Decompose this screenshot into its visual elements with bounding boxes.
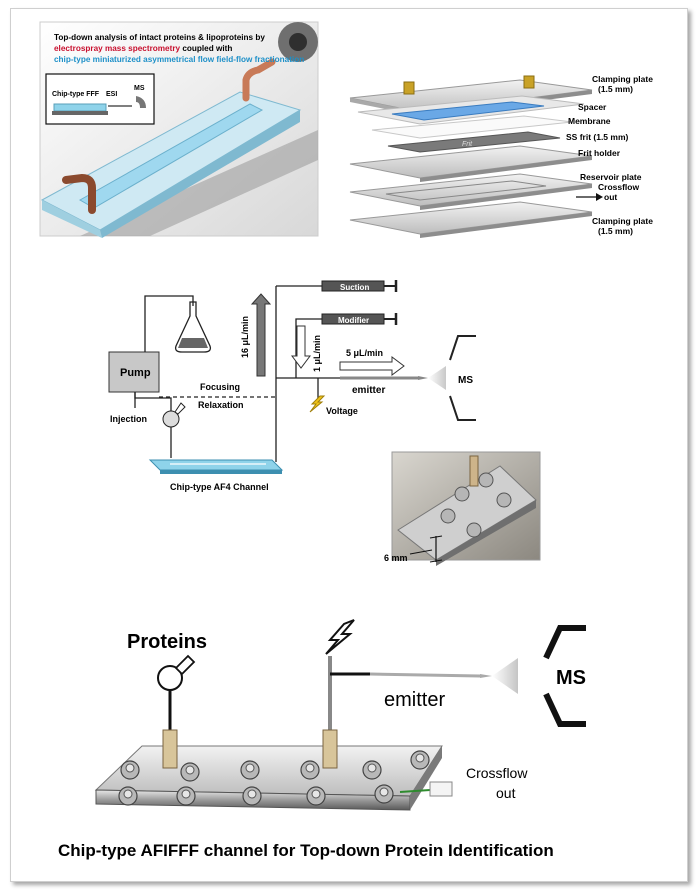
modifier-label: Modifier [338, 316, 369, 325]
screw-group [118, 750, 430, 806]
emitter-label: emitter [352, 385, 385, 396]
render-title-line1: Top-down analysis of intact proteins & l… [54, 33, 265, 42]
screw-head-6 [247, 789, 257, 799]
focusing-label: Focusing [200, 382, 240, 392]
layer-label-4: Frit holder [578, 148, 621, 158]
proteins-label: Proteins [127, 631, 207, 653]
emitter-label-bottom: emitter [384, 689, 445, 711]
layer-label-6: Crossflow [598, 182, 639, 192]
screw-head-4 [245, 763, 255, 773]
injection-label: Injection [110, 414, 147, 424]
photo-scale-label: 6 mm [384, 553, 408, 563]
layer-sublabel-6: out [604, 192, 617, 202]
fitting-2 [523, 75, 535, 89]
flow-schematic: Pump Injection Focusing Relaxation Chip-… [108, 280, 476, 492]
outlet-fitting [322, 729, 338, 769]
bottom-illustration: Proteins emitter MS Crossflow out Chip-t [58, 619, 586, 860]
flow-1-label: 1 μL/min [312, 335, 322, 372]
layer-sublabel-7: (1.5 mm) [598, 226, 633, 236]
screw-head-1 [185, 765, 195, 775]
chip-photo: 6 mm [384, 451, 541, 566]
screw-head-3 [181, 789, 191, 799]
ms-label-schematic: MS [458, 375, 473, 386]
layer-label-0: Clamping plate [592, 74, 653, 84]
crossflow-label-2: out [496, 785, 516, 801]
layer-label-7: Clamping plate [592, 216, 653, 226]
frit-text: Frit [462, 141, 473, 148]
flow-16-label: 16 μL/min [240, 316, 250, 358]
high-voltage-icon [325, 619, 355, 655]
crossflow-label-1: Crossflow [466, 765, 528, 781]
render-panel: Top-down analysis of intact proteins & l… [39, 21, 319, 238]
screw-head-7 [311, 789, 321, 799]
layer-label-3: SS frit (1.5 mm) [566, 132, 629, 142]
voltage-icon [309, 395, 326, 413]
render-title-line2: electrospray mass spectrometry coupled w… [54, 44, 232, 53]
layer-label-2: Membrane [568, 116, 611, 126]
layer-label-5: Reservoir plate [580, 172, 642, 182]
render-title-rest: coupled with [180, 44, 232, 53]
layer-sublabel-0: (1.5 mm) [598, 84, 633, 94]
screw-head-9 [379, 787, 389, 797]
inset-ms-label: MS [134, 85, 145, 92]
caption: Chip-type AFIFFF channel for Top-down Pr… [58, 841, 554, 860]
suction-label: Suction [340, 283, 369, 292]
render-title-red: electrospray mass spectrometry [54, 44, 181, 53]
fitting-1 [403, 81, 415, 95]
pump-box [108, 351, 160, 393]
screw-head-2 [123, 789, 133, 799]
crossflow-connector [429, 781, 453, 797]
exploded-view: Frit Clamping plate(1.5 mm)SpacerMembran… [349, 74, 653, 238]
layer-label-1: Spacer [578, 102, 607, 112]
relaxation-label: Relaxation [198, 400, 244, 410]
inset-fff-label: Chip-type FFF [52, 91, 100, 98]
flow-5-label: 5 μL/min [346, 348, 383, 358]
render-title-line3: chip-type miniaturized asymmetrical flow… [54, 55, 304, 64]
channel-label: Chip-type AF4 Channel [170, 482, 269, 492]
screw-head-10 [415, 753, 425, 763]
voltage-label: Voltage [326, 406, 358, 416]
ms-label-bottom: MS [556, 667, 586, 689]
inset-esi-label: ESI [106, 91, 117, 98]
inlet-fitting [162, 729, 178, 769]
pump-label: Pump [120, 367, 151, 379]
screw-head-0 [125, 763, 135, 773]
screw-head-5 [305, 763, 315, 773]
screw-head-8 [367, 763, 377, 773]
